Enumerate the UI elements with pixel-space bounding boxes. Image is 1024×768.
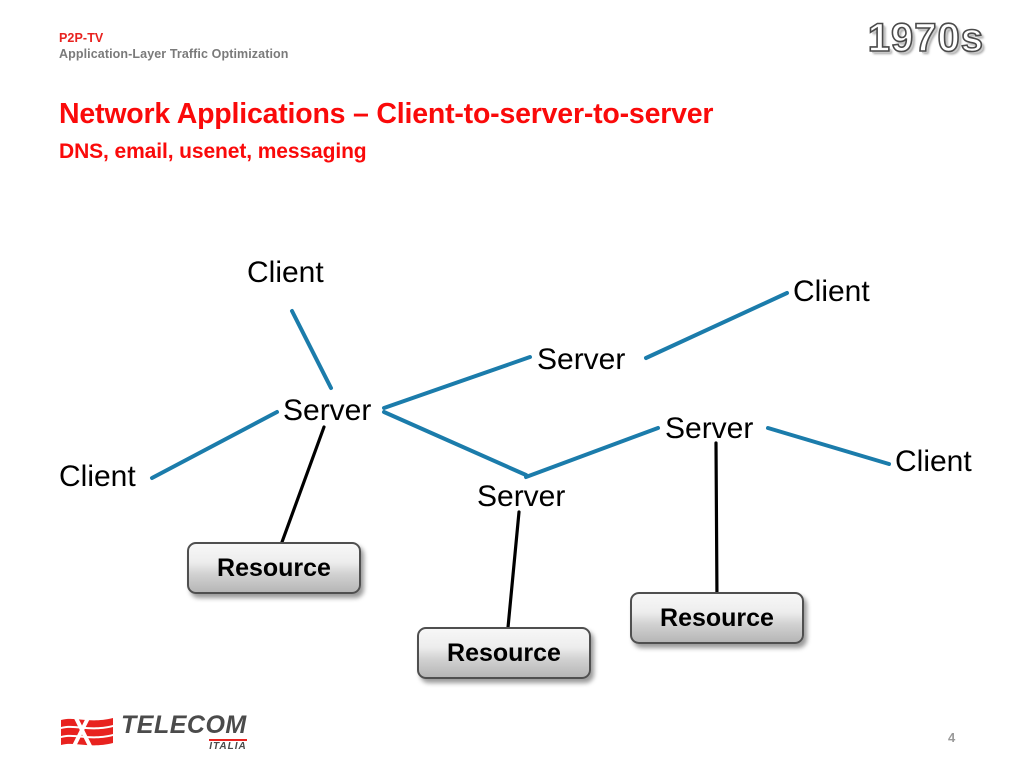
node-label-text: Resource [447, 638, 561, 667]
node-server-center: Server [283, 396, 371, 426]
edge-client-left-to-server-center [150, 410, 279, 480]
edge-server-lower-to-resource-middle [505, 510, 521, 640]
edge-server-center-to-server-lower [382, 410, 528, 477]
node-label-text: Client [793, 275, 870, 308]
page-number: 4 [948, 730, 956, 745]
node-label-text: Resource [660, 603, 774, 632]
edge-server-upper-to-client-top-right [644, 291, 789, 360]
edge-server-lower-to-server-right [524, 426, 660, 479]
node-label-text: Server [477, 480, 566, 513]
node-label-text: Resource [217, 553, 331, 582]
deck-kicker-subtitle: Application-Layer Traffic Optimization [59, 47, 289, 61]
node-label-text: Client [247, 256, 324, 289]
node-label-text: Server [283, 394, 372, 427]
logo-wordmark: TELECOM ITALIA [121, 710, 247, 752]
logo-brand-name: TELECOM [121, 710, 247, 739]
node-resource-middle: Resource [417, 627, 591, 679]
node-client-right: Client [895, 447, 972, 477]
node-server-upper: Server [537, 345, 625, 375]
node-resource-left: Resource [187, 542, 361, 594]
edge-server-center-to-server-upper [382, 355, 532, 410]
telecom-italia-logo: TELECOM ITALIA [59, 712, 247, 752]
edge-server-right-to-resource-right [714, 441, 719, 604]
node-label-text: Server [537, 343, 626, 376]
edge-client-top-left-to-server-center [290, 309, 333, 390]
node-label-text: Client [895, 445, 972, 478]
node-client-top-right: Client [793, 277, 870, 307]
page-title: Network Applications – Client-to-server-… [59, 98, 714, 130]
edge-server-center-to-resource-left [276, 425, 326, 555]
node-label-text: Server [665, 412, 754, 445]
node-resource-right: Resource [630, 592, 804, 644]
edge-server-right-to-client-right [766, 426, 891, 466]
node-client-left: Client [59, 462, 136, 492]
node-client-top-left: Client [247, 258, 324, 288]
node-server-lower: Server [477, 482, 565, 512]
page-subtitle: DNS, email, usenet, messaging [59, 140, 367, 163]
logo-brand-region: ITALIA [209, 738, 247, 752]
node-label-text: Client [59, 460, 136, 493]
deck-kicker: P2P-TV [59, 31, 104, 45]
telecom-wave-icon [61, 715, 113, 749]
decade-badge: 1970s [867, 16, 984, 60]
node-server-right: Server [665, 414, 753, 444]
